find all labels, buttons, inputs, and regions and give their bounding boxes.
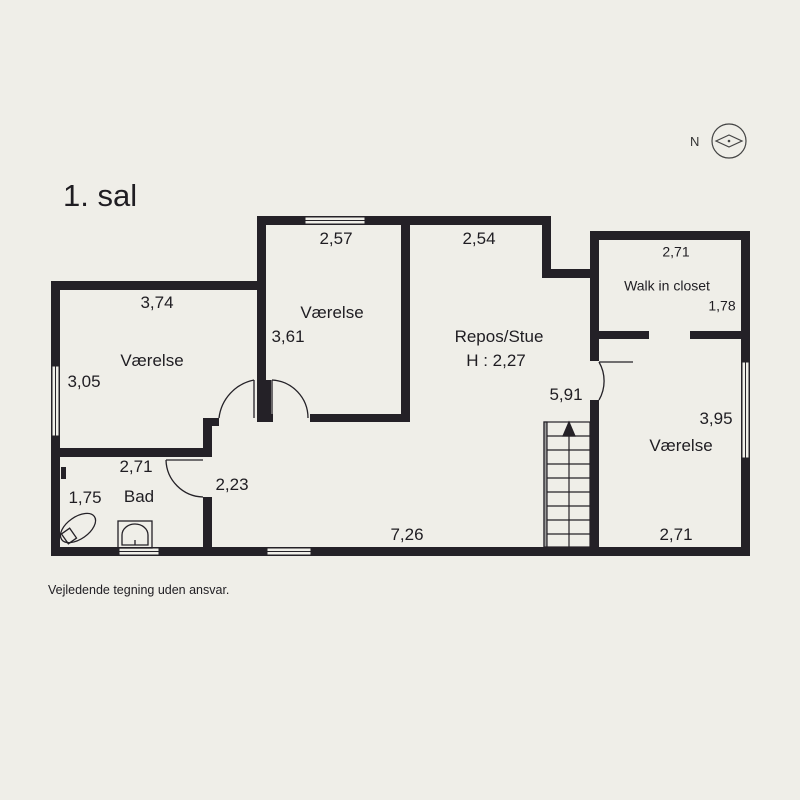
dim-vaerelse-left-depth: 3,05 bbox=[67, 371, 101, 391]
dim-closet-depth: 1,78 bbox=[708, 297, 736, 314]
room-vaerelse-mid: Værelse bbox=[300, 302, 364, 322]
floor-title: 1. sal bbox=[63, 178, 138, 213]
door-swings bbox=[165, 361, 633, 498]
dim-closet-width: 2,71 bbox=[662, 243, 690, 260]
sink-icon bbox=[117, 520, 153, 549]
radiator-icon bbox=[61, 467, 66, 479]
room-vaerelse-right: Værelse bbox=[649, 435, 713, 455]
room-repos-stue: Repos/Stue bbox=[454, 326, 544, 346]
room-bad: Bad bbox=[123, 486, 155, 506]
dim-bad-width: 2,71 bbox=[119, 456, 153, 476]
dim-repos-depth: 5,91 bbox=[549, 384, 583, 404]
disclaimer-text: Vejledende tegning uden ansvar. bbox=[48, 583, 230, 597]
walls bbox=[51, 216, 750, 556]
dim-vaerelse-right-depth: 3,95 bbox=[699, 408, 733, 428]
dim-hall-width: 7,26 bbox=[390, 524, 424, 544]
staircase bbox=[543, 420, 591, 548]
room-vaerelse-left: Værelse bbox=[120, 350, 184, 370]
dim-vaerelse-left-width: 3,74 bbox=[140, 292, 174, 312]
north-label: N bbox=[690, 134, 700, 149]
dim-vaerelse-mid-depth: 3,61 bbox=[271, 326, 305, 346]
dim-vaerelse-right-width: 2,71 bbox=[659, 524, 693, 544]
dim-vaerelse-mid-width: 2,57 bbox=[319, 228, 353, 248]
toilet-icon bbox=[59, 512, 97, 545]
dim-hall-depth: 2,23 bbox=[215, 474, 249, 494]
dim-bad-depth: 1,75 bbox=[68, 487, 102, 507]
windows bbox=[51, 216, 750, 556]
room-repos-height: H : 2,27 bbox=[466, 350, 526, 370]
north-arrow-icon bbox=[711, 123, 747, 159]
dim-repos-width: 2,54 bbox=[462, 228, 496, 248]
room-walk-in-closet: Walk in closet bbox=[624, 277, 710, 294]
